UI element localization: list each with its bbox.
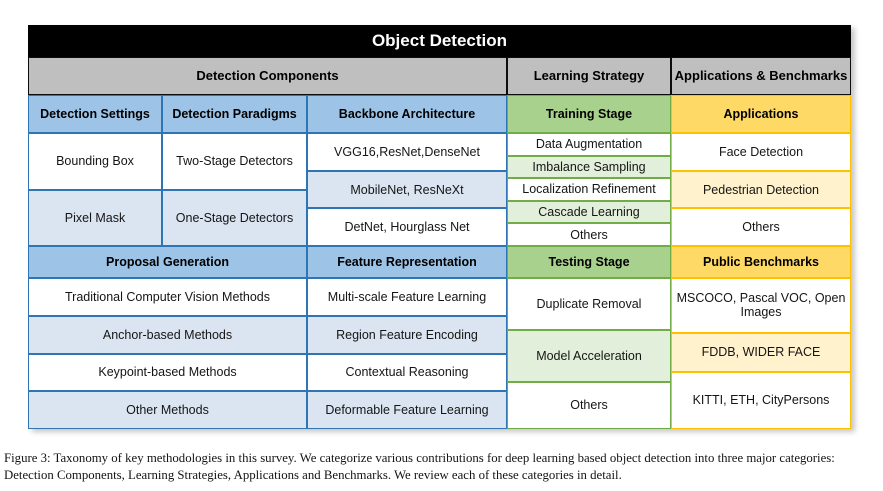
cell-traditional-cv-methods: Traditional Computer Vision Methods — [28, 278, 307, 316]
subheader-row-1: Detection Settings Detection Paradigms B… — [28, 95, 507, 133]
colgroup-applications-benchmarks: Applications Face Detection Pedestrian D… — [671, 95, 851, 429]
column-feature-representation: Multi-scale Feature Learning Region Feat… — [307, 278, 507, 429]
cell-two-stage-detectors: Two-Stage Detectors — [162, 133, 307, 190]
cell-pedestrian-detection: Pedestrian Detection — [671, 170, 851, 209]
column-training-stage: Data Augmentation Imbalance Sampling Loc… — [507, 133, 671, 246]
section-detection-top: Bounding Box Pixel Mask Two-Stage Detect… — [28, 133, 507, 247]
cell-model-acceleration: Model Acceleration — [507, 329, 671, 382]
header-feature-representation: Feature Representation — [307, 246, 507, 278]
column-applications: Face Detection Pedestrian Detection Othe… — [671, 133, 851, 247]
header-training-stage: Training Stage — [507, 95, 671, 133]
subheader-row-2: Proposal Generation Feature Representati… — [28, 246, 507, 278]
cell-bounding-box: Bounding Box — [28, 133, 162, 190]
cell-fddb-widerface: FDDB, WIDER FACE — [671, 332, 851, 372]
cell-anchor-based-methods: Anchor-based Methods — [28, 315, 307, 354]
column-public-benchmarks: MSCOCO, Pascal VOC, Open Images FDDB, WI… — [671, 278, 851, 429]
cell-applications-others: Others — [671, 208, 851, 247]
caption-line-2: Detection Components, Learning Strategie… — [4, 468, 622, 482]
cell-keypoint-based-methods: Keypoint-based Methods — [28, 353, 307, 392]
header-testing-stage: Testing Stage — [507, 246, 671, 278]
cell-pixel-mask: Pixel Mask — [28, 189, 162, 246]
section-detection-bottom: Traditional Computer Vision Methods Anch… — [28, 278, 507, 429]
colgroup-learning-strategy: Training Stage Data Augmentation Imbalan… — [507, 95, 671, 430]
cell-mscoco-pascalvoc-openimages: MSCOCO, Pascal VOC, Open Images — [671, 278, 851, 333]
figure-title: Object Detection — [28, 25, 851, 57]
cell-contextual-reasoning: Contextual Reasoning — [307, 353, 507, 392]
cell-vgg16-resnet-densenet: VGG16,ResNet,DenseNet — [307, 133, 507, 171]
taxonomy-table: Object Detection Detection Components Le… — [28, 25, 851, 430]
cell-deformable-feature-learning: Deformable Feature Learning — [307, 391, 507, 429]
cell-duplicate-removal: Duplicate Removal — [507, 278, 671, 330]
cell-region-feature-encoding: Region Feature Encoding — [307, 315, 507, 354]
header-detection-paradigms: Detection Paradigms — [162, 95, 307, 133]
cell-imbalance-sampling: Imbalance Sampling — [507, 155, 671, 179]
header-public-benchmarks: Public Benchmarks — [671, 246, 851, 278]
group-header-row: Detection Components Learning Strategy A… — [28, 57, 851, 95]
column-detection-paradigms: Two-Stage Detectors One-Stage Detectors — [162, 133, 307, 246]
cell-cascade-learning: Cascade Learning — [507, 200, 671, 224]
cell-data-augmentation: Data Augmentation — [507, 133, 671, 156]
figure-caption: Figure 3: Taxonomy of key methodologies … — [4, 450, 883, 484]
cell-localization-refinement: Localization Refinement — [507, 178, 671, 201]
cell-mobilenet-resnext: MobileNet, ResNeXt — [307, 170, 507, 209]
column-detection-settings: Bounding Box Pixel Mask — [28, 133, 162, 246]
cell-face-detection: Face Detection — [671, 133, 851, 171]
cell-testing-others: Others — [507, 381, 671, 430]
header-backbone-architecture: Backbone Architecture — [307, 95, 507, 133]
header-proposal-generation: Proposal Generation — [28, 246, 307, 278]
column-proposal-generation: Traditional Computer Vision Methods Anch… — [28, 278, 307, 429]
header-applications: Applications — [671, 95, 851, 133]
group-header-learning-strategy: Learning Strategy — [507, 57, 671, 95]
table-body: Detection Settings Detection Paradigms B… — [28, 95, 851, 430]
header-detection-settings: Detection Settings — [28, 95, 162, 133]
caption-line-1: Figure 3: Taxonomy of key methodologies … — [4, 451, 835, 465]
column-testing-stage: Duplicate Removal Model Acceleration Oth… — [507, 278, 671, 430]
group-header-applications-benchmarks: Applications & Benchmarks — [671, 57, 851, 95]
cell-training-others: Others — [507, 223, 671, 246]
cell-detnet-hourglass-net: DetNet, Hourglass Net — [307, 208, 507, 247]
cell-multi-scale-feature-learning: Multi-scale Feature Learning — [307, 278, 507, 316]
column-backbone-architecture: VGG16,ResNet,DenseNet MobileNet, ResNeXt… — [307, 133, 507, 247]
colgroup-detection-components: Detection Settings Detection Paradigms B… — [28, 95, 507, 429]
group-header-detection-components: Detection Components — [28, 57, 507, 95]
cell-kitti-eth-citypersons: KITTI, ETH, CityPersons — [671, 371, 851, 429]
cell-one-stage-detectors: One-Stage Detectors — [162, 189, 307, 246]
cell-other-methods: Other Methods — [28, 391, 307, 429]
